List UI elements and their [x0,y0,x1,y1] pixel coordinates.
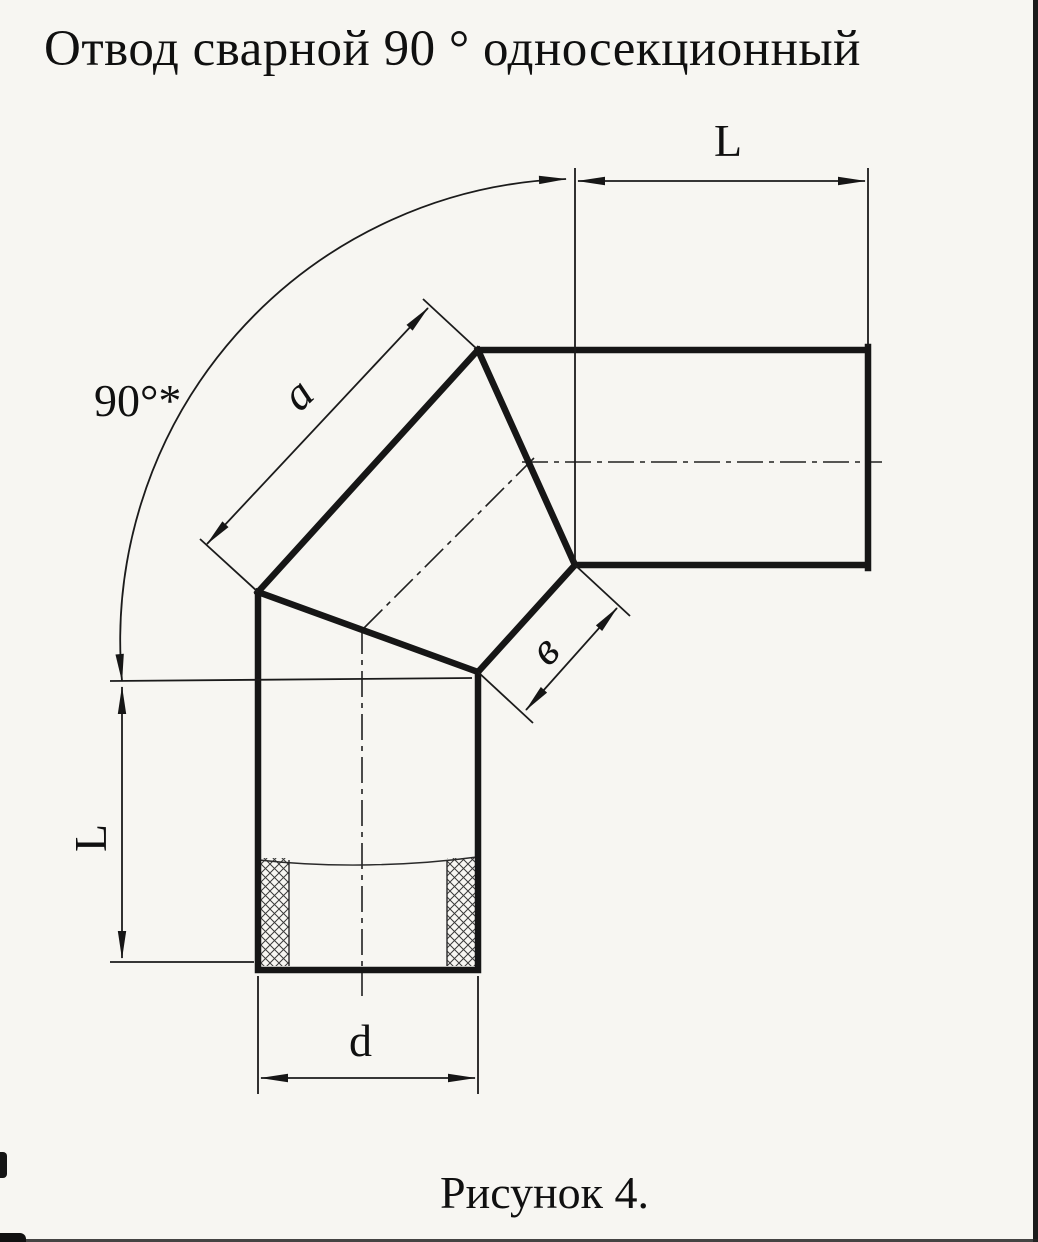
scan-artifact-bottom-edge [0,1239,1038,1242]
center-lines [361,457,882,996]
drawing-title: Отвод сварной 90 ° односекционный [44,21,861,77]
figure-caption: Рисунок 4. [440,1167,649,1218]
dim-label-L-left: L [65,824,116,852]
pipe-wall-hatch [258,856,478,966]
dim-line-a [206,307,429,545]
extension-lines [109,168,869,1094]
dim-line-v [525,607,618,711]
dim-label-L-top: L [714,115,742,166]
hatch-right-block [447,858,477,966]
dimension-lines [117,176,866,1083]
scan-artifact-corner [0,1233,26,1242]
scan-artifact-speck [0,1152,7,1178]
angle-label: 90°* [94,375,181,426]
scan-artifact-right-edge [1033,0,1038,1242]
dim-label-d: d [349,1015,372,1066]
dim-label-a: a [271,367,323,420]
angle-arc [115,175,567,682]
dim-label-v: в [519,625,570,675]
hatch-left-block [259,858,289,966]
